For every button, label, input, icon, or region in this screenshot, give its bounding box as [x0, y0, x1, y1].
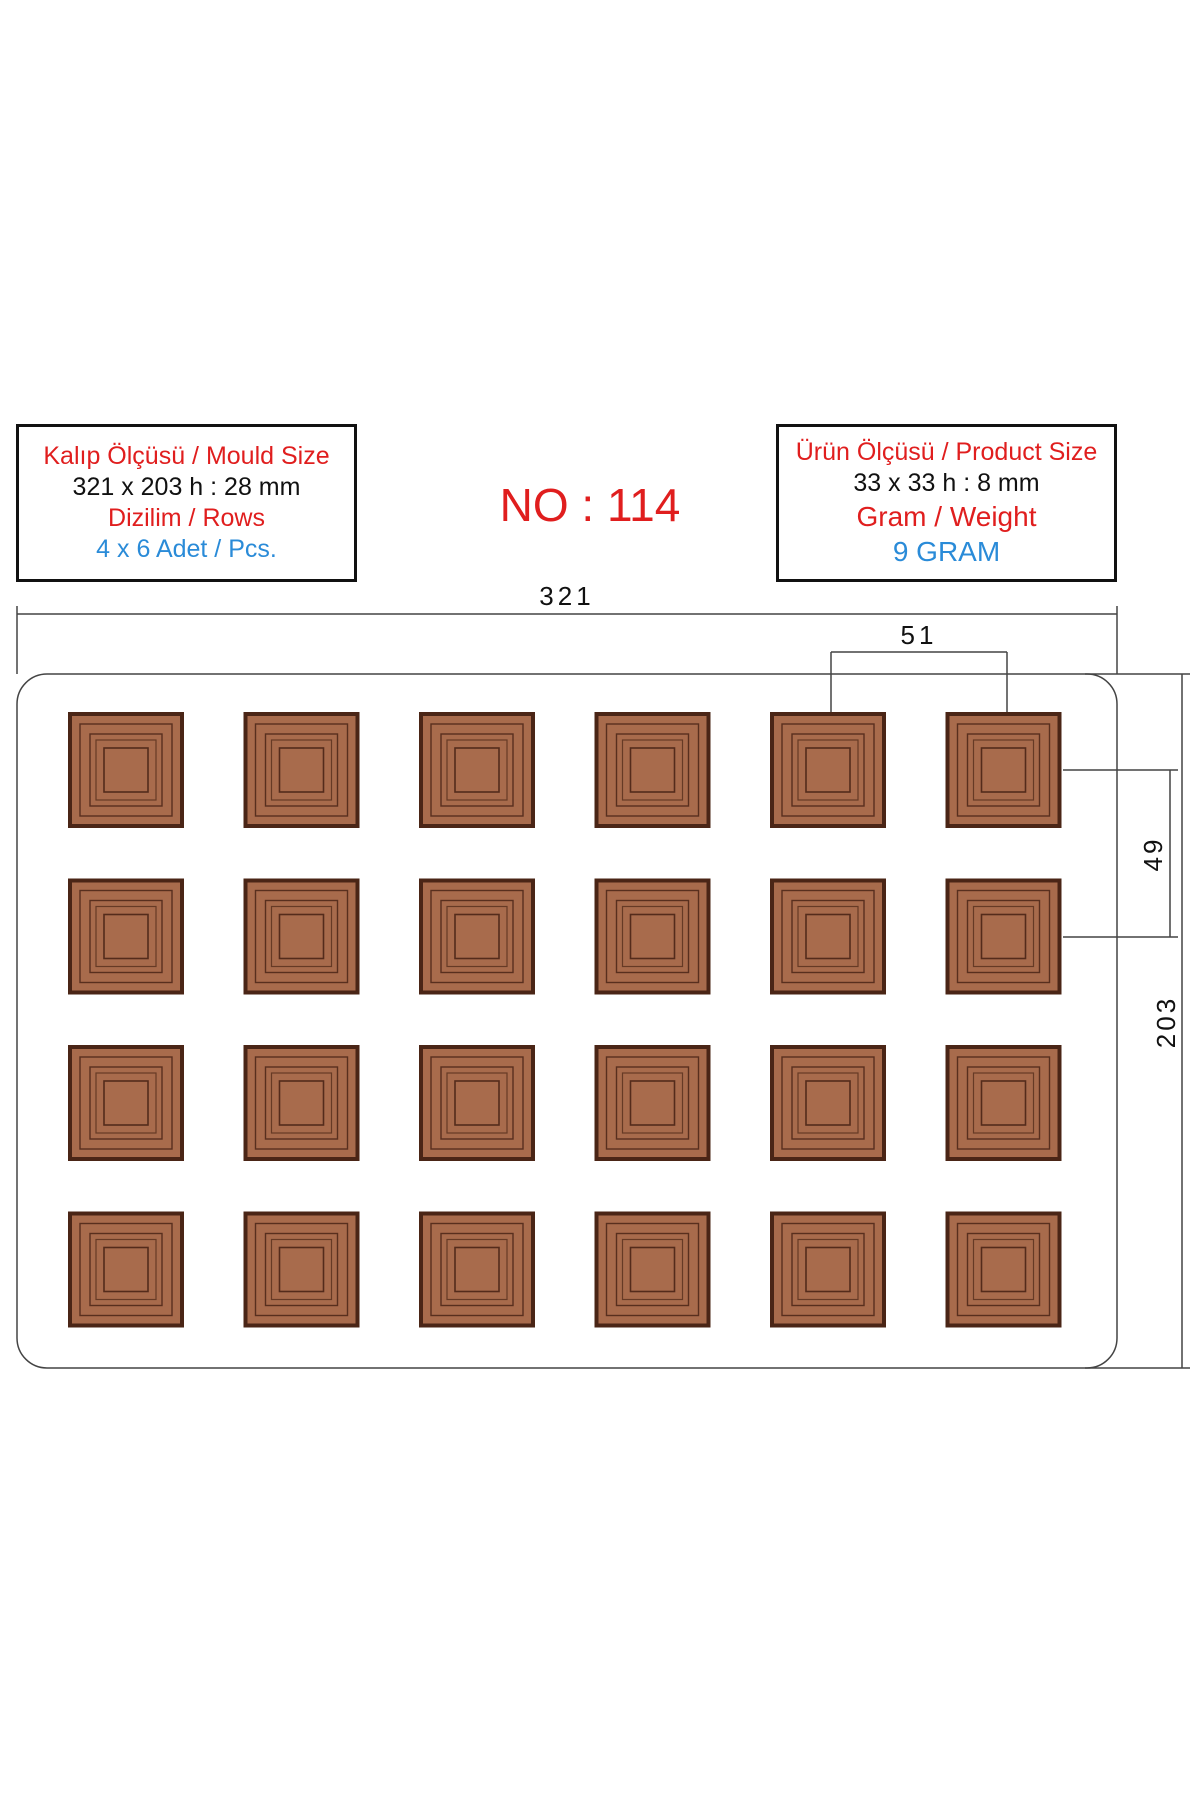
cavity: [945, 1045, 1062, 1161]
pitch-x-label: 51: [901, 620, 938, 650]
cavity: [945, 878, 1062, 995]
product-size-value: 33 x 33 h : 8 mm: [853, 469, 1040, 497]
cavity: [594, 1045, 711, 1161]
cavity: [68, 1211, 184, 1328]
cavity: [770, 1045, 886, 1161]
mould-size-value: 321 x 203 h : 28 mm: [72, 472, 301, 501]
weight-label: Gram / Weight: [856, 501, 1037, 533]
cavity: [243, 878, 360, 995]
pitch-y-dimension: 49: [1063, 769, 1178, 938]
cavity: [945, 1211, 1062, 1328]
cavity: [770, 878, 886, 995]
cavity: [243, 712, 360, 828]
pitch-y-label: 49: [1138, 837, 1168, 872]
cavity: [770, 712, 886, 828]
height-dimension: 203: [1085, 673, 1190, 1369]
cavity: [419, 712, 535, 828]
pitch-x-dimension: 51: [830, 620, 1008, 714]
rows-label: Dizilim / Rows: [108, 504, 265, 532]
mould-size-heading: Kalıp Ölçüsü / Mould Size: [43, 441, 330, 470]
height-dimension-label: 203: [1151, 996, 1181, 1048]
rows-value: 4 x 6 Adet / Pcs.: [96, 535, 277, 564]
cavity: [419, 1045, 535, 1161]
cavity: [68, 878, 184, 995]
cavity-grid: [68, 712, 1062, 1328]
model-number-title: NO : 114: [499, 479, 681, 531]
cavity: [594, 712, 711, 828]
cavity: [243, 1045, 360, 1161]
cavity: [419, 1211, 535, 1328]
cavity: [770, 1211, 886, 1328]
weight-value: 9 GRAM: [892, 536, 1001, 568]
width-dimension: 321: [16, 581, 1118, 674]
cavity: [243, 1211, 360, 1328]
cavity: [594, 1211, 711, 1328]
cavity: [68, 712, 184, 828]
cavity: [419, 878, 535, 995]
cavity: [945, 712, 1062, 828]
product-size-heading: Ürün Ölçüsü / Product Size: [795, 437, 1098, 466]
cavity: [594, 878, 711, 995]
product-size-box: Ürün Ölçüsü / Product Size 33 x 33 h : 8…: [776, 424, 1117, 582]
cavity: [68, 1045, 184, 1161]
mould-size-box: Kalıp Ölçüsü / Mould Size 321 x 203 h : …: [16, 424, 357, 582]
width-dimension-label: 321: [539, 581, 594, 611]
mould-outline: [16, 673, 1118, 1369]
